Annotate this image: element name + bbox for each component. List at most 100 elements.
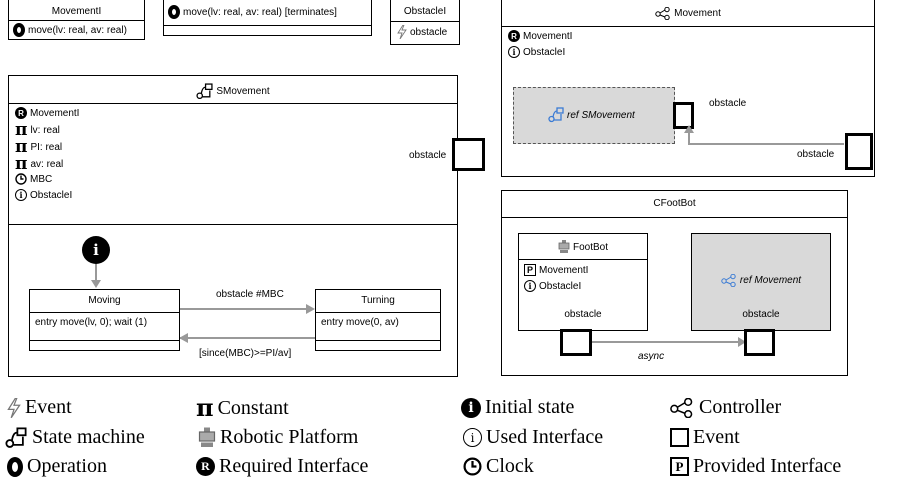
legend-label: State machine bbox=[32, 426, 145, 448]
controller-icon bbox=[721, 274, 736, 287]
constant-label: lv: real bbox=[30, 125, 60, 136]
provided-interface-icon: P bbox=[524, 264, 536, 276]
required-interface-row: R MovementI bbox=[15, 107, 79, 119]
required-interface-icon: R bbox=[15, 107, 27, 119]
async-label: async bbox=[638, 351, 665, 362]
interface-obstaclei: ObstacleI obstacle bbox=[390, 0, 460, 45]
provided-interface-row: P MovementI bbox=[524, 264, 588, 276]
state-moving-entry: entry move(lv, 0); wait (1) bbox=[35, 317, 148, 328]
used-interface-label: ObstacleI bbox=[539, 280, 582, 292]
controller-icon bbox=[670, 397, 693, 418]
used-interface-label: ObstacleI bbox=[523, 46, 566, 58]
required-interface-icon: R bbox=[196, 457, 215, 476]
footbot-header: FootBot bbox=[519, 240, 647, 254]
controller-movement: Movement R MovementI i ObstacleI ref SMo… bbox=[501, 0, 875, 177]
legend-constant: π Constant bbox=[196, 396, 289, 420]
state-machine-icon bbox=[196, 83, 213, 100]
event-bolt-icon bbox=[397, 25, 407, 39]
controller-movement-header: Movement bbox=[502, 7, 874, 20]
legend-label: Provided Interface bbox=[693, 455, 842, 477]
ref-movement-label: ref Movement bbox=[739, 275, 802, 286]
state-machine-icon bbox=[548, 107, 564, 123]
legend-state-machine: State machine bbox=[4, 426, 145, 449]
constant-row-av: π av: real bbox=[15, 156, 63, 173]
event-bolt-icon bbox=[7, 397, 21, 418]
controller-obstacle-port[interactable] bbox=[845, 133, 873, 170]
constant-icon: π bbox=[196, 393, 214, 422]
used-interface-row: i ObstacleI bbox=[524, 280, 581, 292]
ref-movement-box[interactable]: ref Movement obstacle bbox=[691, 233, 831, 331]
state-machine-icon bbox=[5, 426, 27, 448]
ref-movement-port-label: obstacle bbox=[742, 309, 780, 320]
event-port-icon bbox=[670, 428, 689, 447]
footbot-port-label: obstacle bbox=[564, 309, 602, 320]
used-interface-icon: i bbox=[524, 280, 536, 292]
operation-icon bbox=[168, 5, 180, 19]
interface-obstaclei-title: ObstacleI bbox=[403, 6, 447, 17]
interface-movementi-title: MovementI bbox=[51, 6, 102, 17]
initial-state-icon: i bbox=[461, 397, 481, 418]
legend-label: Used Interface bbox=[486, 426, 604, 448]
operation-move: move(lv: real, av: real) [terminates] bbox=[163, 0, 372, 36]
controller-icon bbox=[655, 7, 670, 20]
state-turning[interactable]: Turning entry move(0, av) bbox=[315, 289, 441, 351]
legend-label: Clock bbox=[486, 455, 534, 477]
legend-label: Operation bbox=[27, 455, 107, 477]
smovement-header: SMovement bbox=[9, 83, 457, 100]
state-moving[interactable]: Moving entry move(lv, 0); wait (1) bbox=[29, 289, 180, 351]
event-label: obstacle bbox=[410, 26, 448, 38]
legend-event: Event bbox=[7, 396, 72, 419]
state-turning-entry: entry move(0, av) bbox=[321, 317, 399, 328]
interface-movementi: MovementI move(lv: real, av: real) bbox=[8, 0, 145, 40]
legend-provided-interface: P Provided Interface bbox=[670, 455, 841, 478]
legend-initial-state: i Initial state bbox=[461, 396, 574, 419]
ref-smovement-label-row: ref SMovement bbox=[548, 107, 635, 123]
legend-label: Constant bbox=[217, 396, 289, 419]
state-turning-name: Turning bbox=[361, 295, 395, 306]
legend-clock: Clock bbox=[463, 455, 534, 478]
legend-event-port: Event bbox=[670, 426, 740, 449]
footbot-obstacle-port[interactable] bbox=[560, 329, 592, 356]
constant-icon: π bbox=[15, 137, 28, 157]
transition-label-obstacle: obstacle #MBC bbox=[216, 289, 284, 300]
cfootbot-title: CFootBot bbox=[653, 198, 696, 209]
used-interface-icon: i bbox=[463, 428, 482, 447]
transitions-layer bbox=[91, 264, 315, 343]
used-interface-icon: i bbox=[508, 46, 520, 58]
provided-interface-icon: P bbox=[670, 457, 689, 476]
operation-row: move(lv: real, av: real) bbox=[13, 23, 127, 37]
smovement-obstacle-port[interactable] bbox=[452, 138, 485, 171]
controller-movement-title: Movement bbox=[674, 8, 721, 19]
module-cfootbot: CFootBot FootBot P MovementI i ObstacleI… bbox=[501, 190, 848, 376]
cfootbot-connection-layer bbox=[592, 337, 746, 347]
clock-icon bbox=[463, 457, 482, 476]
constant-icon: π bbox=[15, 120, 28, 140]
legend-label: Event bbox=[25, 396, 72, 418]
required-interface-row: R MovementI bbox=[508, 30, 572, 42]
legend-used-interface: i Used Interface bbox=[463, 426, 603, 449]
clock-label: MBC bbox=[30, 173, 53, 185]
ref-movement-label-row: ref Movement bbox=[692, 274, 830, 287]
legend-required-interface: R Required Interface bbox=[196, 455, 368, 478]
state-moving-name: Moving bbox=[88, 295, 121, 306]
ref-movement-obstacle-port[interactable] bbox=[744, 329, 775, 356]
constant-label: PI: real bbox=[30, 142, 63, 153]
legend-label: Required Interface bbox=[219, 455, 369, 477]
smovement-port-label: obstacle bbox=[409, 150, 447, 161]
ref-smovement-label: ref SMovement bbox=[567, 109, 635, 121]
ref-smovement-box[interactable] bbox=[513, 87, 675, 144]
used-interface-row: i ObstacleI bbox=[508, 46, 565, 58]
robotic-platform-footbot[interactable]: FootBot P MovementI i ObstacleI obstacle bbox=[518, 233, 648, 331]
robot-icon bbox=[558, 240, 570, 253]
operation-move-label: move(lv: real, av: real) [terminates] bbox=[183, 6, 337, 18]
robot-icon bbox=[198, 427, 216, 447]
legend-label: Initial state bbox=[485, 396, 575, 418]
constant-label: av: real bbox=[30, 159, 64, 170]
operation-move-row: move(lv: real, av: real) [terminates] bbox=[168, 5, 337, 19]
state-machine-smovement: SMovement R MovementI π lv: real π PI: r… bbox=[8, 75, 485, 377]
legend-label: Event bbox=[693, 426, 740, 448]
clock-row: MBC bbox=[15, 173, 52, 185]
ref-smovement-port[interactable] bbox=[673, 102, 694, 129]
used-interface-icon: i bbox=[15, 189, 27, 201]
initial-state-icon: i bbox=[82, 236, 110, 264]
